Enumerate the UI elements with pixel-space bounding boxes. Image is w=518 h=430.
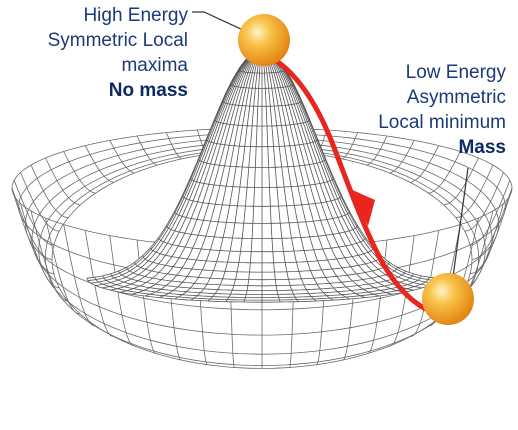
label-line: Low Energy (405, 62, 506, 83)
label-high-energy: High Energy Symmetric Local maxima No ma… (48, 3, 188, 103)
leader-line-high (192, 11, 257, 37)
label-line: Symmetric Local (47, 30, 188, 51)
sphere-icon (422, 273, 474, 325)
leader-line-low (451, 167, 469, 285)
sphere-icon (238, 14, 290, 66)
label-line: High Energy (83, 5, 188, 26)
label-low-energy: Low Energy Asymmetric Local minimum Mass (378, 60, 506, 160)
label-no-mass: No mass (108, 80, 188, 101)
label-line: maxima (121, 55, 188, 76)
label-line: Asymmetric (406, 87, 506, 108)
label-mass: Mass (458, 137, 506, 158)
potential-surface-peak (86, 49, 438, 303)
arrowhead-icon (348, 188, 375, 226)
label-line: Local minimum (378, 112, 506, 133)
roll-down-path (269, 55, 435, 315)
